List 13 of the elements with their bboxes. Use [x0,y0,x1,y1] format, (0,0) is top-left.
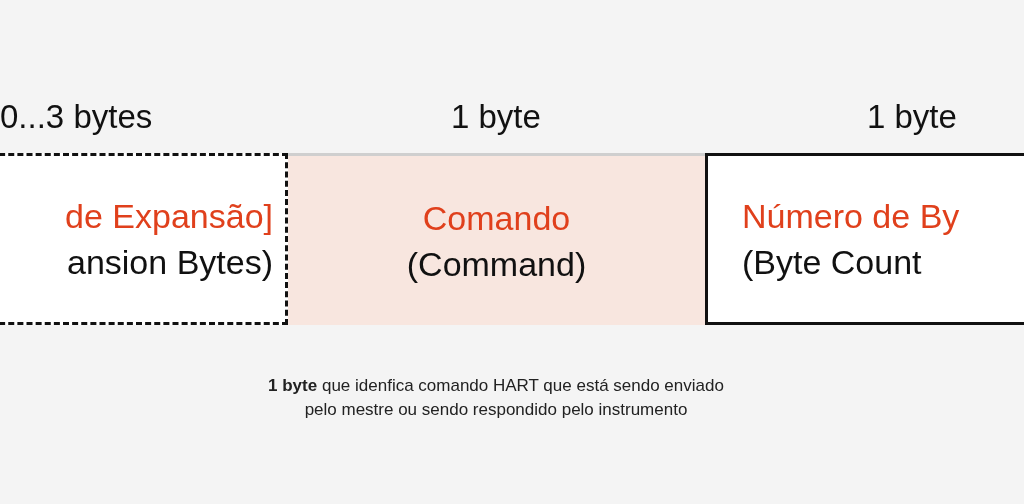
dashed-field-box [0,153,288,325]
byte-size-label: 0...3 bytes [0,98,153,136]
byte-size-label: 1 byte [451,98,541,136]
field-name: Comando [421,197,572,239]
field-name: de Expansão] [64,196,273,237]
field-name-translation: (Byte Count [742,242,923,283]
field-box [705,153,1024,325]
description-note: 1 byte que idenfica comando HART que está sendo enviado pelo mestre ou sendo respondido pelo instrumento [267,375,725,421]
field-box [288,153,705,325]
field-name: Número de By [742,196,961,237]
field-name-translation: (Command) [405,243,588,285]
field-name-translation: ansion Bytes) [66,242,273,283]
byte-size-label: 1 byte [867,98,957,136]
